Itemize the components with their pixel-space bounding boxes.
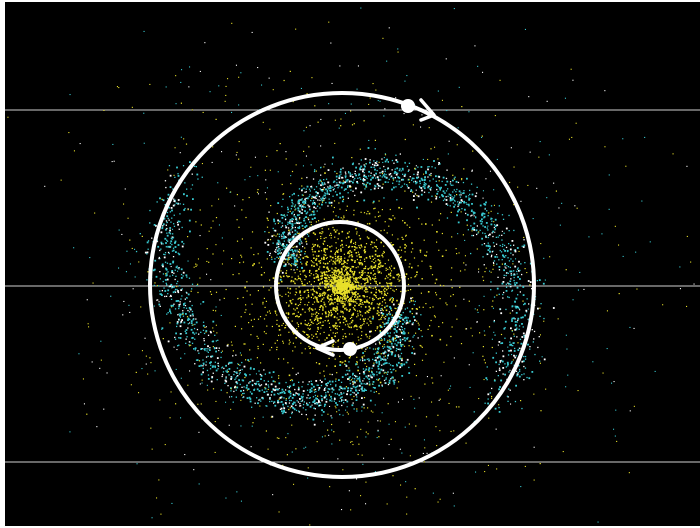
outer-star-marker (401, 99, 415, 113)
outer-orbit (148, 91, 536, 479)
chevron-left-icon (315, 339, 335, 357)
inner-star-marker (343, 342, 357, 356)
chevron-right-icon (419, 98, 436, 122)
inner-orbit (274, 220, 406, 352)
space-background (5, 2, 700, 526)
